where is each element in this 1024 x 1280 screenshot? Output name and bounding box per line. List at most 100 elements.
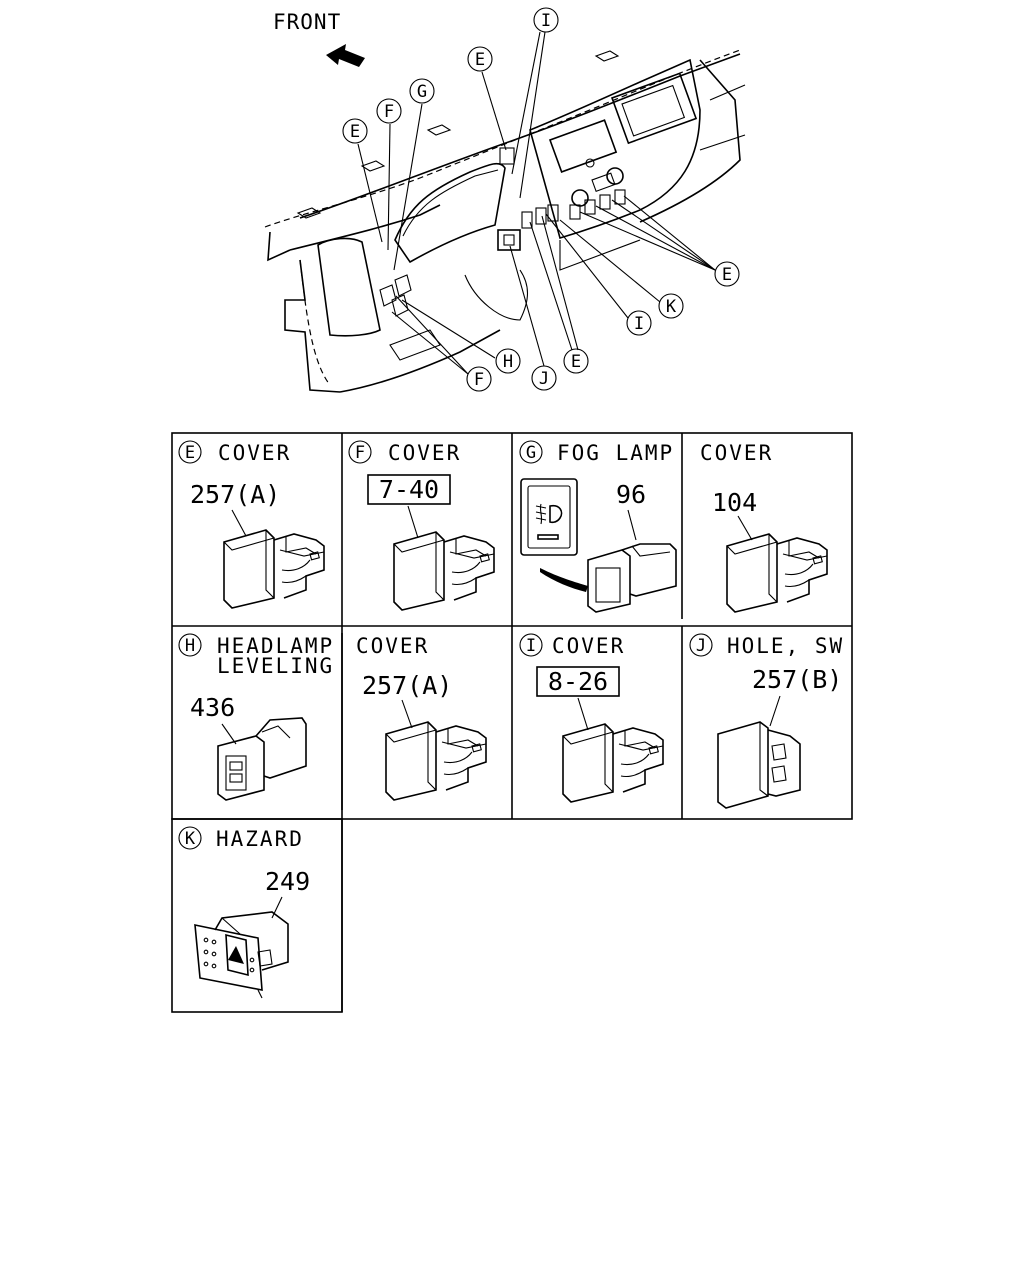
part-leader — [271, 896, 283, 919]
cover-part-drawing — [223, 529, 325, 609]
fog-switch-window — [595, 567, 621, 603]
hazard-dot — [203, 961, 209, 967]
switch-blank — [599, 194, 611, 210]
part-number: 257(B) — [752, 665, 842, 694]
fog-lamp-icon — [535, 503, 563, 525]
cell-g-fog-lamp: G FOG LAMP 96 — [519, 440, 677, 613]
front-arrow-icon — [326, 44, 365, 67]
part-number: 257(A) — [362, 671, 452, 700]
part-leader — [627, 509, 637, 541]
knob-small — [585, 158, 595, 168]
cell-title: COVER — [700, 441, 773, 465]
hazard-dot — [211, 963, 217, 969]
lower-panel-edge — [339, 329, 501, 393]
dash-lower-left — [289, 204, 441, 251]
cluster-inner — [402, 169, 499, 237]
hazard-dot — [211, 939, 217, 945]
hazard-tab — [257, 989, 263, 999]
callout-letter: K — [185, 829, 196, 849]
panel-slot — [548, 119, 618, 173]
cell-title: COVER — [388, 441, 461, 465]
callout-i — [519, 633, 543, 657]
leader-k — [559, 219, 661, 303]
callout-e — [178, 440, 202, 464]
part-number: 436 — [190, 693, 235, 722]
svg-text:K: K — [666, 297, 677, 317]
leader-e-right — [611, 199, 716, 271]
part-leader — [737, 515, 753, 541]
leader-e-bottom — [541, 215, 579, 351]
leveling-dial-window — [225, 755, 247, 791]
switch-blank — [614, 189, 626, 205]
knob-left — [571, 189, 589, 207]
hazard-dot — [203, 937, 209, 943]
dash-left-end — [267, 231, 291, 262]
callout-f-bottom: F — [466, 366, 492, 392]
leader-e-right — [579, 211, 716, 271]
part-leader — [221, 723, 237, 745]
vent-slot — [296, 207, 322, 219]
fog-switch-housing — [621, 543, 677, 597]
callout-k: K — [658, 293, 684, 319]
part-leader — [577, 697, 589, 731]
leader-f-bottom — [391, 311, 469, 375]
leveling-dial — [229, 773, 243, 783]
switch-blank — [584, 199, 596, 215]
hazard-triangle-icon — [228, 946, 244, 964]
radio-slot — [610, 72, 698, 145]
switch-blank — [379, 284, 397, 307]
cover-part-drawing — [562, 723, 664, 803]
leader-j — [509, 245, 545, 367]
callout-j — [689, 633, 713, 657]
hazard-dot — [211, 951, 217, 957]
switch-hole — [497, 229, 521, 251]
leader-i-top — [511, 31, 541, 175]
hazard-button — [225, 933, 249, 977]
svg-text:E: E — [350, 122, 360, 142]
svg-text:H: H — [503, 352, 513, 372]
ref-number: 7-40 — [379, 475, 439, 504]
callout-i-top: I — [533, 7, 559, 33]
callout-g: G — [409, 78, 435, 104]
switch-blank — [535, 207, 547, 225]
callout-k — [178, 826, 202, 850]
leader-i-top — [519, 31, 546, 199]
ref-box — [536, 666, 620, 697]
callout-h: H — [495, 348, 521, 374]
callout-e-bottom: E — [563, 348, 589, 374]
cell-f-cover: F COVER 7-40 — [348, 440, 495, 611]
cell-j-hole-sw: J HOLE, SW 257(B) — [689, 633, 844, 809]
fog-switch-face — [520, 478, 578, 556]
table-last-cell — [171, 818, 343, 1013]
hazard-dot — [249, 967, 255, 973]
fog-switch-body — [587, 549, 631, 613]
svg-text:F: F — [474, 370, 484, 390]
cell-title: HEADLAMP — [217, 634, 334, 658]
switch-hole-inner — [503, 234, 515, 246]
cell-subtitle: LEVELING — [217, 654, 334, 678]
cover-part-drawing — [385, 721, 487, 801]
switch-blank — [521, 211, 533, 229]
part-leader — [407, 505, 419, 539]
center-console — [529, 58, 701, 240]
hazard-clip — [257, 949, 273, 967]
cell-title: HOLE, SW — [727, 634, 844, 658]
steering-column — [317, 237, 381, 337]
knob-right — [606, 167, 624, 185]
cell-i-cover: I COVER 8-26 — [519, 633, 664, 803]
callout-h — [178, 633, 202, 657]
callout-i-bottom: I — [626, 310, 652, 336]
callout-letter: J — [696, 636, 706, 656]
leader-e-right — [623, 195, 716, 271]
callout-g — [519, 440, 543, 464]
callout-letter: G — [526, 443, 536, 463]
svg-text:E: E — [722, 265, 732, 285]
switch-blank — [569, 204, 581, 220]
svg-text:I: I — [634, 314, 644, 334]
leader-e-left — [357, 143, 383, 243]
cell-title: COVER — [356, 634, 429, 658]
cell-h-headlamp-leveling: H HEADLAMP LEVELING 436 — [178, 633, 334, 801]
cover-part-drawing — [726, 533, 828, 613]
cell-title: FOG LAMP — [557, 441, 674, 465]
